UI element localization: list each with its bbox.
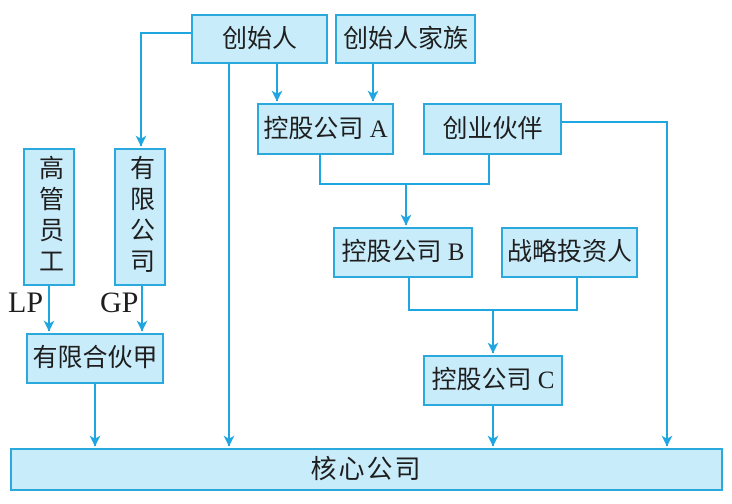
- edge-founder-to-limited-company: [135, 32, 191, 147]
- node-venture-partners: 创业伙伴: [423, 103, 562, 155]
- node-holding-company-b-label: 控股公司 B: [341, 239, 465, 266]
- node-holding-company-c: 控股公司 C: [423, 355, 563, 406]
- node-holding-company-a-label: 控股公司 A: [263, 115, 388, 143]
- node-holding-company-b: 控股公司 B: [333, 227, 473, 278]
- node-holding-company-c-label: 控股公司 C: [431, 367, 555, 394]
- node-venture-partners-label: 创业伙伴: [442, 115, 543, 143]
- node-founder-label: 创始人: [221, 25, 297, 53]
- junction-holding-a-venture-partners: [319, 155, 490, 185]
- edge-venture-partners-to-core-company: [562, 121, 673, 447]
- node-limited-partnership-a-label: 有限合伙甲: [32, 345, 158, 372]
- node-strategic-investors-label: 战略投资人: [506, 239, 632, 266]
- lp-label: LP: [8, 286, 44, 319]
- node-executives-label: 高管员工: [35, 155, 63, 279]
- node-strategic-investors: 战略投资人: [501, 227, 638, 278]
- node-founder-family: 创始人家族: [335, 14, 476, 64]
- node-limited-partnership-a: 有限合伙甲: [26, 333, 164, 384]
- node-core-company: 核心公司: [10, 448, 723, 491]
- node-holding-company-a: 控股公司 A: [257, 103, 394, 155]
- node-founder: 创始人: [191, 14, 328, 64]
- node-core-company-label: 核心公司: [310, 454, 423, 484]
- gp-label: GP: [100, 286, 139, 319]
- node-limited-company: 有限公司: [114, 148, 166, 286]
- node-limited-company-label: 有限公司: [126, 155, 154, 279]
- junction-holding-b-strategic-investors: [408, 278, 578, 311]
- node-executives: 高管员工: [23, 148, 75, 286]
- node-founder-family-label: 创始人家族: [342, 25, 468, 53]
